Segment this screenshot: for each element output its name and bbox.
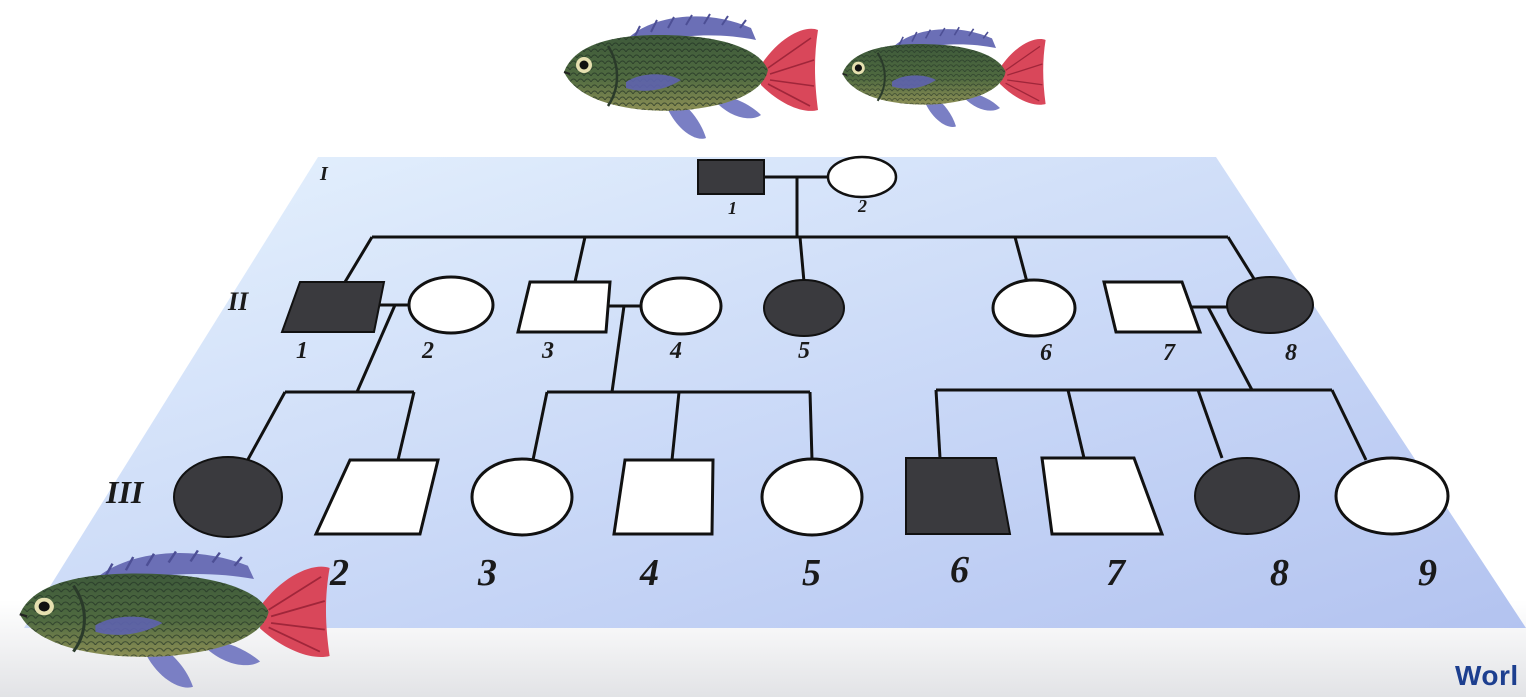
generation-2: 1 2 3 4 5 6 7 8 — [280, 275, 1314, 366]
gen3-number-4: 4 — [639, 552, 659, 594]
gen2-male-3 — [516, 280, 612, 334]
gen3-drop-9 — [1330, 389, 1368, 461]
gen1-number-1: 1 — [728, 198, 737, 218]
gen3-drop-7 — [1066, 389, 1086, 459]
gen2-male-1-affected — [280, 281, 386, 333]
descent-line-3-4 — [610, 305, 626, 393]
gen2-number-7: 7 — [1163, 340, 1176, 366]
gen2-drop-6 — [1013, 236, 1029, 283]
gen3-number-3: 3 — [477, 552, 497, 594]
generation-3: 2 3 4 5 6 7 8 9 — [173, 456, 1450, 594]
gen3-female-1-affected — [173, 456, 283, 538]
gen3-number-9: 9 — [1418, 552, 1437, 594]
gen2-number-8: 8 — [1285, 340, 1297, 366]
generation-1: 1 2 — [697, 155, 898, 237]
gen2-number-1: 1 — [296, 338, 308, 364]
descent-line-1-2 — [355, 304, 397, 393]
tilapia-fish-icon — [562, 12, 820, 141]
gen3-number-2: 2 — [329, 552, 349, 594]
gen3-drop-4 — [670, 391, 681, 461]
gen3-number-8: 8 — [1270, 552, 1289, 594]
generation-label-i: I — [319, 163, 329, 185]
gen3-female-5 — [760, 457, 864, 537]
gen2-female-6 — [991, 278, 1077, 338]
gen3-number-5: 5 — [802, 552, 821, 594]
gen2-male-7 — [1102, 280, 1203, 334]
gen2-drop-5 — [798, 236, 806, 283]
gen2-number-5: 5 — [798, 338, 810, 364]
gen2-female-5-affected — [763, 279, 845, 337]
gen2-female-4 — [639, 276, 723, 336]
gen3-male-2 — [313, 458, 440, 536]
gen3-drop-8 — [1196, 389, 1224, 459]
gen1-male-1-affected — [697, 159, 765, 195]
gen3-drop-2 — [396, 391, 416, 461]
gen3-female-8-affected — [1194, 457, 1300, 535]
gen3-male-6-affected — [905, 457, 1012, 535]
gen3-female-9 — [1334, 456, 1450, 536]
gen3-drop-6 — [934, 389, 942, 459]
gen3-drop-3 — [531, 391, 549, 461]
gen2-female-8-affected — [1226, 276, 1314, 334]
gen3-number-6: 6 — [950, 549, 969, 591]
tilapia-fish-icon — [841, 26, 1047, 129]
gen2-female-2 — [407, 275, 495, 335]
gen3-number-7: 7 — [1106, 552, 1127, 594]
generation-label-iii: III — [105, 474, 145, 510]
gen3-drop-1 — [244, 391, 287, 464]
gen1-female-2 — [826, 155, 898, 199]
gen3-female-3 — [470, 457, 574, 537]
gen2-drop-1 — [343, 236, 374, 283]
gen2-number-3: 3 — [541, 338, 554, 364]
gen1-number-2: 2 — [857, 196, 867, 216]
generation-label-ii: II — [227, 287, 249, 316]
gen2-number-4: 4 — [669, 338, 682, 364]
gen3-male-4 — [612, 458, 715, 536]
gen2-drop-8 — [1226, 236, 1258, 283]
gen3-drop-5 — [808, 391, 814, 461]
gen2-number-2: 2 — [421, 338, 434, 364]
descent-line-7-8 — [1206, 306, 1254, 391]
gen2-number-6: 6 — [1040, 340, 1052, 366]
gen3-male-7 — [1040, 456, 1165, 536]
gen2-drop-3 — [573, 236, 587, 283]
brand-wordmark: Worl — [1455, 660, 1519, 691]
